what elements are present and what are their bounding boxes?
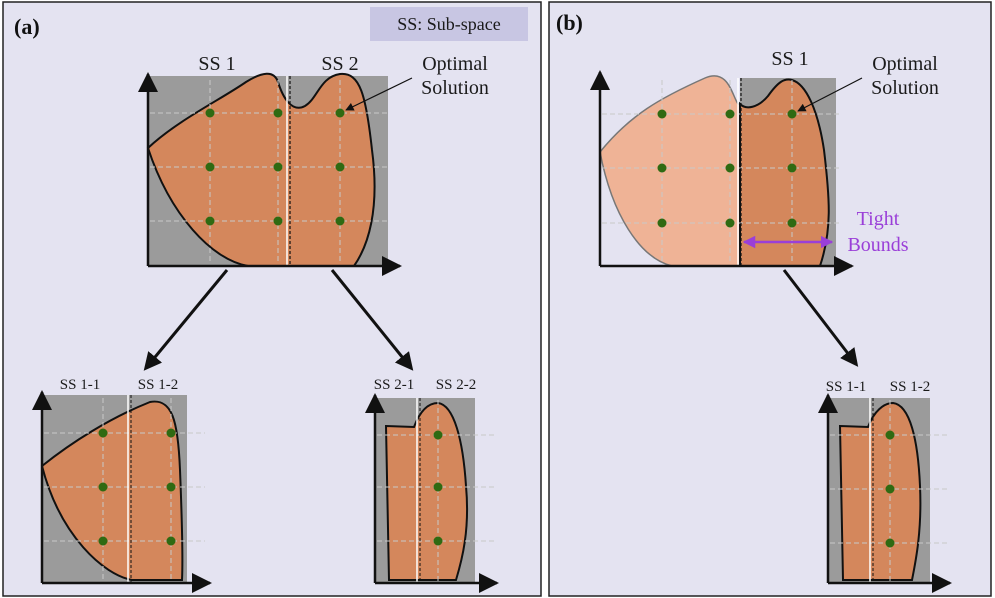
sample-points — [433, 430, 443, 546]
sample-points — [657, 109, 797, 228]
subspace-2-plot: SS 2-1 SS 2-2 — [365, 377, 499, 593]
optimal-pointer — [797, 77, 863, 112]
panel-a: (a) SS: Sub-space SS 1 — [2, 1, 542, 597]
ss2-2-label: SS 2-2 — [436, 377, 476, 393]
sample-points — [98, 428, 176, 546]
optimal-label-line1: Optimal — [872, 53, 938, 75]
panel-b-label: (b) — [556, 10, 583, 35]
tight-bounds-line2: Bounds — [847, 234, 908, 256]
legend-text: SS: Sub-space — [397, 14, 501, 34]
feasible-region — [40, 400, 184, 581]
split-arrow-right — [330, 269, 414, 371]
tight-bounds-line1: Tight — [857, 208, 900, 230]
subspace-1-plot: SS 1-1 SS 1-2 — [32, 377, 212, 593]
optimal-pointer — [345, 77, 413, 111]
split-arrow — [782, 269, 859, 367]
optimal-label-line1: Optimal — [422, 53, 488, 75]
sample-points — [205, 108, 345, 226]
grid-lines — [150, 80, 388, 264]
feasible-region — [838, 401, 922, 581]
ss1-1-label: SS 1-1 — [826, 379, 866, 395]
panel-b: (b) SS 1 Optimal — [548, 1, 992, 597]
ss2-label: SS 2 — [321, 53, 358, 75]
panel-a-label: (a) — [14, 14, 40, 39]
top-search-space: SS 1 — [590, 48, 854, 276]
ss1-2-label: SS 1-2 — [890, 379, 930, 395]
feasible-region — [739, 78, 830, 267]
ss1-2-label: SS 1-2 — [138, 377, 178, 393]
optimal-label-line2: Solution — [871, 77, 939, 99]
ss2-1-label: SS 2-1 — [374, 377, 414, 393]
top-search-space: SS 1 SS 2 — [138, 53, 402, 276]
sample-points — [885, 430, 895, 548]
feasible-region — [384, 401, 469, 581]
optimal-label-line2: Solution — [421, 77, 489, 99]
ss1-label: SS 1 — [771, 48, 808, 70]
split-arrow-left — [143, 269, 229, 371]
pruned-region — [599, 75, 741, 267]
ss1-1-label: SS 1-1 — [60, 377, 100, 393]
subspace-1-plot: SS 1-1 SS 1-2 — [818, 379, 952, 593]
legend-box — [370, 7, 528, 41]
ss1-label: SS 1 — [198, 53, 235, 75]
